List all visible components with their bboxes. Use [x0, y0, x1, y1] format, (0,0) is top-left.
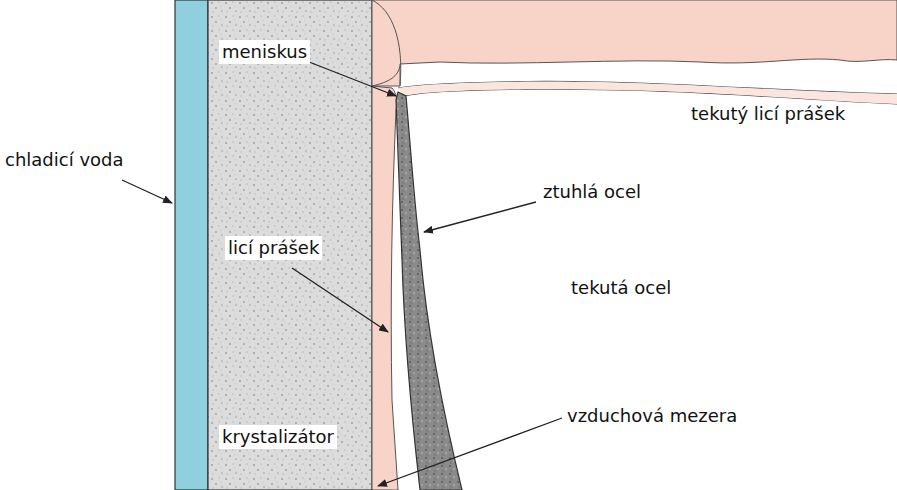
part-label: tekutá ocel — [568, 276, 674, 300]
part-label: chladicí voda — [2, 148, 127, 172]
part-label: ztuhlá ocel — [540, 180, 644, 204]
part-label: meniskus — [219, 40, 310, 64]
slag-film — [372, 86, 398, 490]
mold-wall — [208, 0, 372, 490]
part-label: licí prášek — [225, 236, 322, 260]
part-label: tekutý licí prášek — [688, 102, 848, 126]
part-label: vzduchová mezera — [564, 404, 740, 428]
steel-shell — [396, 92, 462, 490]
flux-pool — [372, 0, 897, 86]
cooling-water — [175, 0, 208, 490]
part-label: krystalizátor — [219, 425, 337, 449]
